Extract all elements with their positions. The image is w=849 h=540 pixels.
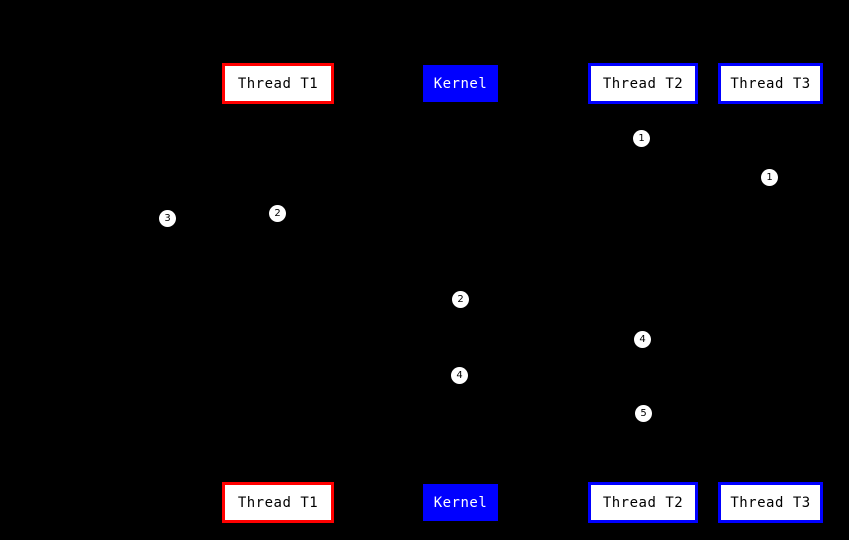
step-number-badge: 5: [635, 405, 652, 422]
participant-label: Thread T1: [237, 75, 319, 92]
step-number-label: 3: [164, 212, 171, 224]
participant-thread-t2-footer[interactable]: Thread T2: [588, 482, 698, 523]
message-arrow: [468, 339, 638, 340]
step-number-badge: 1: [633, 130, 650, 147]
activation-bar-thread-t1: [272, 205, 282, 405]
arrow-head-icon: [630, 371, 638, 379]
step-number-badge: 2: [269, 205, 286, 222]
message-arrow: [286, 299, 456, 300]
participant-label: Thread T2: [602, 494, 684, 511]
participant-thread-t1-footer[interactable]: Thread T1: [222, 482, 334, 523]
participant-thread-t1-header[interactable]: Thread T1: [222, 63, 334, 104]
step-number-badge: 1: [761, 169, 778, 186]
participant-label: Kernel: [433, 75, 488, 92]
participant-thread-t3-header[interactable]: Thread T3: [718, 63, 823, 104]
step-number-label: 1: [766, 171, 773, 183]
step-number-badge: 3: [159, 210, 176, 227]
step-number-label: 1: [638, 132, 645, 144]
step-number-label: 2: [274, 207, 281, 219]
participant-label: Kernel: [433, 494, 488, 511]
arrow-head-icon: [282, 295, 290, 303]
participant-label: Thread T3: [730, 494, 811, 511]
activation-bar-thread-t3: [765, 168, 775, 288]
step-number-label: 4: [456, 369, 463, 381]
step-number-badge: 2: [452, 291, 469, 308]
step-number-badge: 4: [451, 367, 468, 384]
participant-thread-t2-header[interactable]: Thread T2: [588, 63, 698, 104]
activation-bar-thread-t2: [638, 130, 648, 430]
message-arrow: [282, 218, 382, 219]
step-number-label: 2: [457, 293, 464, 305]
participant-thread-t3-footer[interactable]: Thread T3: [718, 482, 823, 523]
participant-label: Thread T3: [730, 75, 811, 92]
participant-label: Thread T2: [602, 75, 684, 92]
step-number-badge: 4: [634, 331, 651, 348]
participant-kernel-footer[interactable]: Kernel: [423, 484, 498, 521]
step-number-label: 5: [640, 407, 647, 419]
arrow-head-icon: [464, 335, 472, 343]
step-number-label: 4: [639, 333, 646, 345]
participant-kernel-header[interactable]: Kernel: [423, 65, 498, 102]
participant-label: Thread T1: [237, 494, 319, 511]
message-arrow: [468, 375, 630, 376]
lifeline-thread-t3: [770, 104, 771, 482]
arrow-head-icon: [174, 214, 182, 222]
